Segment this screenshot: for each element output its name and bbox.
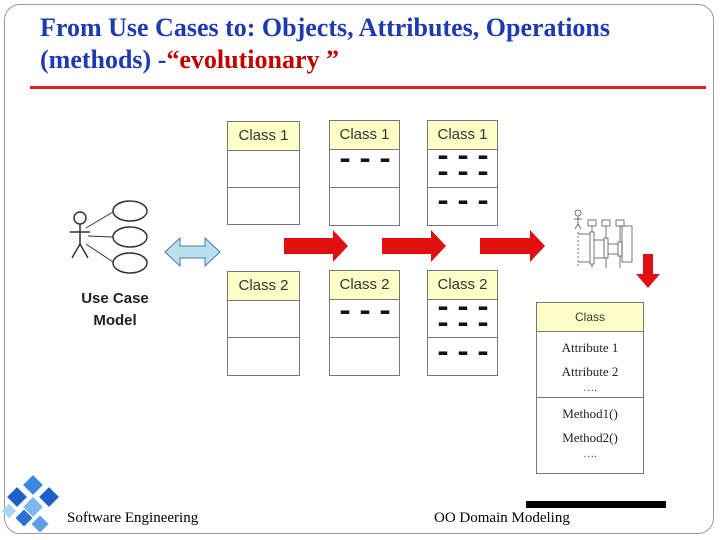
class2-method-compartment-stage2 <box>330 338 399 376</box>
final-class-header: Class <box>537 303 643 332</box>
attribute-2: Attribute 2 <box>561 364 619 379</box>
class2-header-stage3: Class 2 <box>428 271 497 300</box>
title-divider <box>30 86 706 89</box>
class1-attr-compartment-stage2 <box>330 150 399 188</box>
class1-attr-compartment <box>228 151 299 188</box>
dash-row: --- <box>336 296 397 330</box>
class1-attr-compartment-stage3 <box>428 150 497 188</box>
final-class-box: Class Attribute 1 Attribute 2 …. Method1… <box>536 302 644 474</box>
use-case-label-line1: Use Case <box>81 290 149 307</box>
final-class-methods: Method1() Method2() …. <box>537 398 643 460</box>
method-2: Method2() <box>562 430 618 445</box>
slide-title: From Use Cases to: Objects, Attributes, … <box>40 12 680 76</box>
class1-header-stage2: Class 1 <box>330 121 399 150</box>
class2-box-stage3: Class 2 <box>427 270 498 376</box>
slide-frame <box>4 4 714 534</box>
class1-header-stage3: Class 1 <box>428 121 497 150</box>
class1-method-compartment-stage2 <box>330 188 399 226</box>
dash-row: --- <box>434 186 495 220</box>
dash-row: --- <box>434 141 495 175</box>
method-1: Method1() <box>562 406 618 421</box>
dash-row: --- <box>434 157 495 191</box>
class2-attr-compartment <box>228 301 299 338</box>
attribute-1: Attribute 1 <box>561 340 619 355</box>
title-text: From Use Cases to: Objects, Attributes, … <box>40 13 610 74</box>
dash-row: --- <box>434 292 495 326</box>
class1-box-stage3: Class 1 <box>427 120 498 226</box>
class2-box-stage2: Class 2 <box>329 270 400 376</box>
dash-row: --- <box>434 337 495 371</box>
footer-course: Software Engineering <box>67 510 199 526</box>
class2-attr-compartment-stage2 <box>330 300 399 338</box>
title-accent-text: “evolutionary ” <box>166 45 339 74</box>
use-case-model-label: Use Case Model <box>80 288 150 332</box>
final-class-attributes: Attribute 1 Attribute 2 …. <box>537 332 643 398</box>
class2-method-compartment <box>228 338 299 376</box>
class2-attr-compartment-stage3 <box>428 300 497 338</box>
dash-row: --- <box>434 308 495 342</box>
class1-box-stage1: Class 1 <box>227 121 300 225</box>
attributes-ellipsis: …. <box>583 382 597 394</box>
footer-bar <box>526 501 666 508</box>
class1-box-stage2: Class 1 <box>329 120 400 226</box>
class2-header-stage1: Class 2 <box>228 272 299 301</box>
footer-topic: OO Domain Modeling <box>434 510 570 526</box>
methods-ellipsis: …. <box>583 448 597 460</box>
use-case-label-line2: Model <box>93 312 137 329</box>
class2-header-stage2: Class 2 <box>330 271 399 300</box>
class1-method-compartment <box>228 188 299 225</box>
class1-header-stage1: Class 1 <box>228 122 299 151</box>
class2-box-stage1: Class 2 <box>227 271 300 376</box>
dash-row: --- <box>336 144 397 178</box>
